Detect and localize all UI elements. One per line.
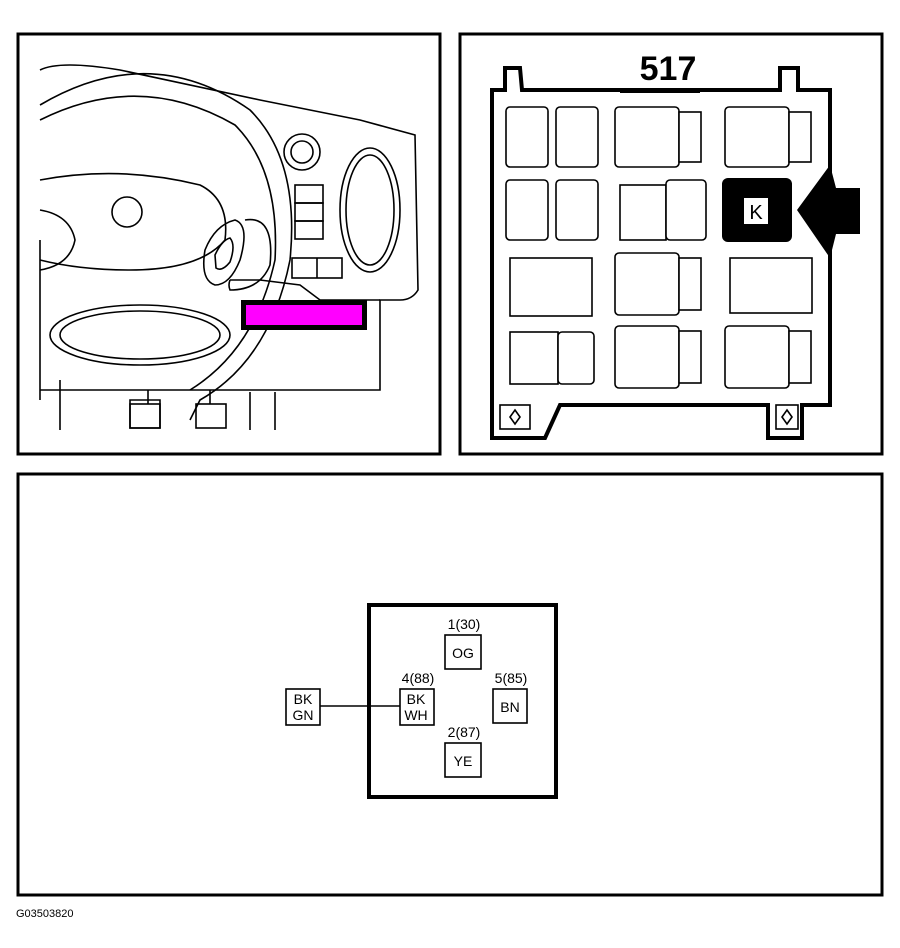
air-vent [339, 147, 401, 273]
relay-slot [557, 331, 595, 385]
relay-k-label-box [744, 198, 768, 224]
steering-wheel-rim-inner [39, 95, 277, 391]
relay-box-panel-frame [458, 32, 884, 456]
wiper-stalk [202, 219, 245, 286]
relay-slot [555, 179, 599, 241]
mount-slot-right-icon [781, 408, 793, 426]
pin-4-label: 4(88) [402, 670, 435, 686]
pedal-left [129, 403, 161, 429]
pin-2-label: 2(87) [448, 724, 481, 740]
mount-slot-right [775, 404, 799, 430]
pin-5-label: 5(85) [495, 670, 528, 686]
relay-slot-tab [678, 111, 702, 163]
pin-5-wire: BN [500, 699, 519, 715]
relay-row-1 [505, 106, 812, 168]
steering-wheel-rim [39, 72, 293, 421]
pin-1-wire-box [444, 634, 482, 670]
relay-box-housing [490, 66, 832, 440]
pin-1-wire: OG [452, 645, 474, 661]
air-vent-inner [345, 154, 395, 266]
relay-slot [729, 257, 813, 314]
relay-row-4 [509, 325, 812, 389]
pin-4-wire-line2: WH [404, 707, 427, 723]
relay-slot [614, 106, 680, 168]
dashboard-panel [16, 32, 442, 456]
relay-slot [505, 106, 549, 168]
dash-switch-3 [294, 220, 324, 240]
connector-panel: 1(30) OG 4(88) BK WH 5(85) BN 2(87) YE B… [16, 472, 884, 897]
steering-hub-detail [39, 209, 76, 271]
pin-1-label: 1(30) [448, 616, 481, 632]
relay-slot [509, 257, 593, 317]
relay-slot [555, 106, 599, 168]
pedal-right [195, 403, 227, 429]
pin-5-wire-box [492, 688, 528, 724]
dash-gauge-inner [290, 140, 314, 164]
stalk-housing [228, 218, 272, 291]
pin-2-wire: YE [454, 753, 473, 769]
pin-2-wire-box [444, 742, 482, 778]
dash-gauge-icon [283, 133, 321, 171]
relay-slot [619, 184, 667, 241]
relay-k-label: K [749, 202, 763, 224]
horn-button-icon [111, 196, 143, 228]
relay-slot [614, 252, 680, 316]
relay-slot [665, 179, 707, 241]
pin-4-wire-box [399, 688, 435, 726]
relay-slot [505, 179, 549, 241]
relay-slot [509, 331, 559, 385]
dashboard-panel-frame [16, 32, 442, 456]
dashboard-outline [39, 64, 419, 391]
relay-box-panel: 517 K [458, 32, 884, 456]
external-wire-box [285, 688, 321, 726]
mount-slot-left-icon [509, 408, 521, 426]
relay-slot [614, 325, 680, 389]
mount-slot-left [499, 404, 531, 430]
external-wire-line1: BK [294, 691, 313, 707]
pointer-arrow-icon [797, 165, 860, 258]
steering-wheel-lower-rim-inner [59, 310, 221, 360]
relay-row-2: K [505, 165, 860, 258]
external-wire-line2: GN [293, 707, 314, 723]
relay-slot-tab [678, 257, 702, 311]
relay-slot [724, 325, 790, 389]
relay-slot-tab [788, 330, 812, 384]
relay-row-3 [509, 252, 813, 317]
figure-code: G03503820 [16, 908, 74, 920]
relay-slot-tab [678, 330, 702, 384]
relay-slot [724, 106, 790, 168]
fuse-box-location-highlight [246, 305, 362, 325]
relay-slot-tab [788, 111, 812, 163]
wiper-stalk-tip [214, 237, 234, 270]
fuse-box-number: 517 [640, 50, 697, 88]
steering-wheel-lower-rim [49, 304, 231, 366]
pin-4-wire-line1: BK [407, 691, 426, 707]
